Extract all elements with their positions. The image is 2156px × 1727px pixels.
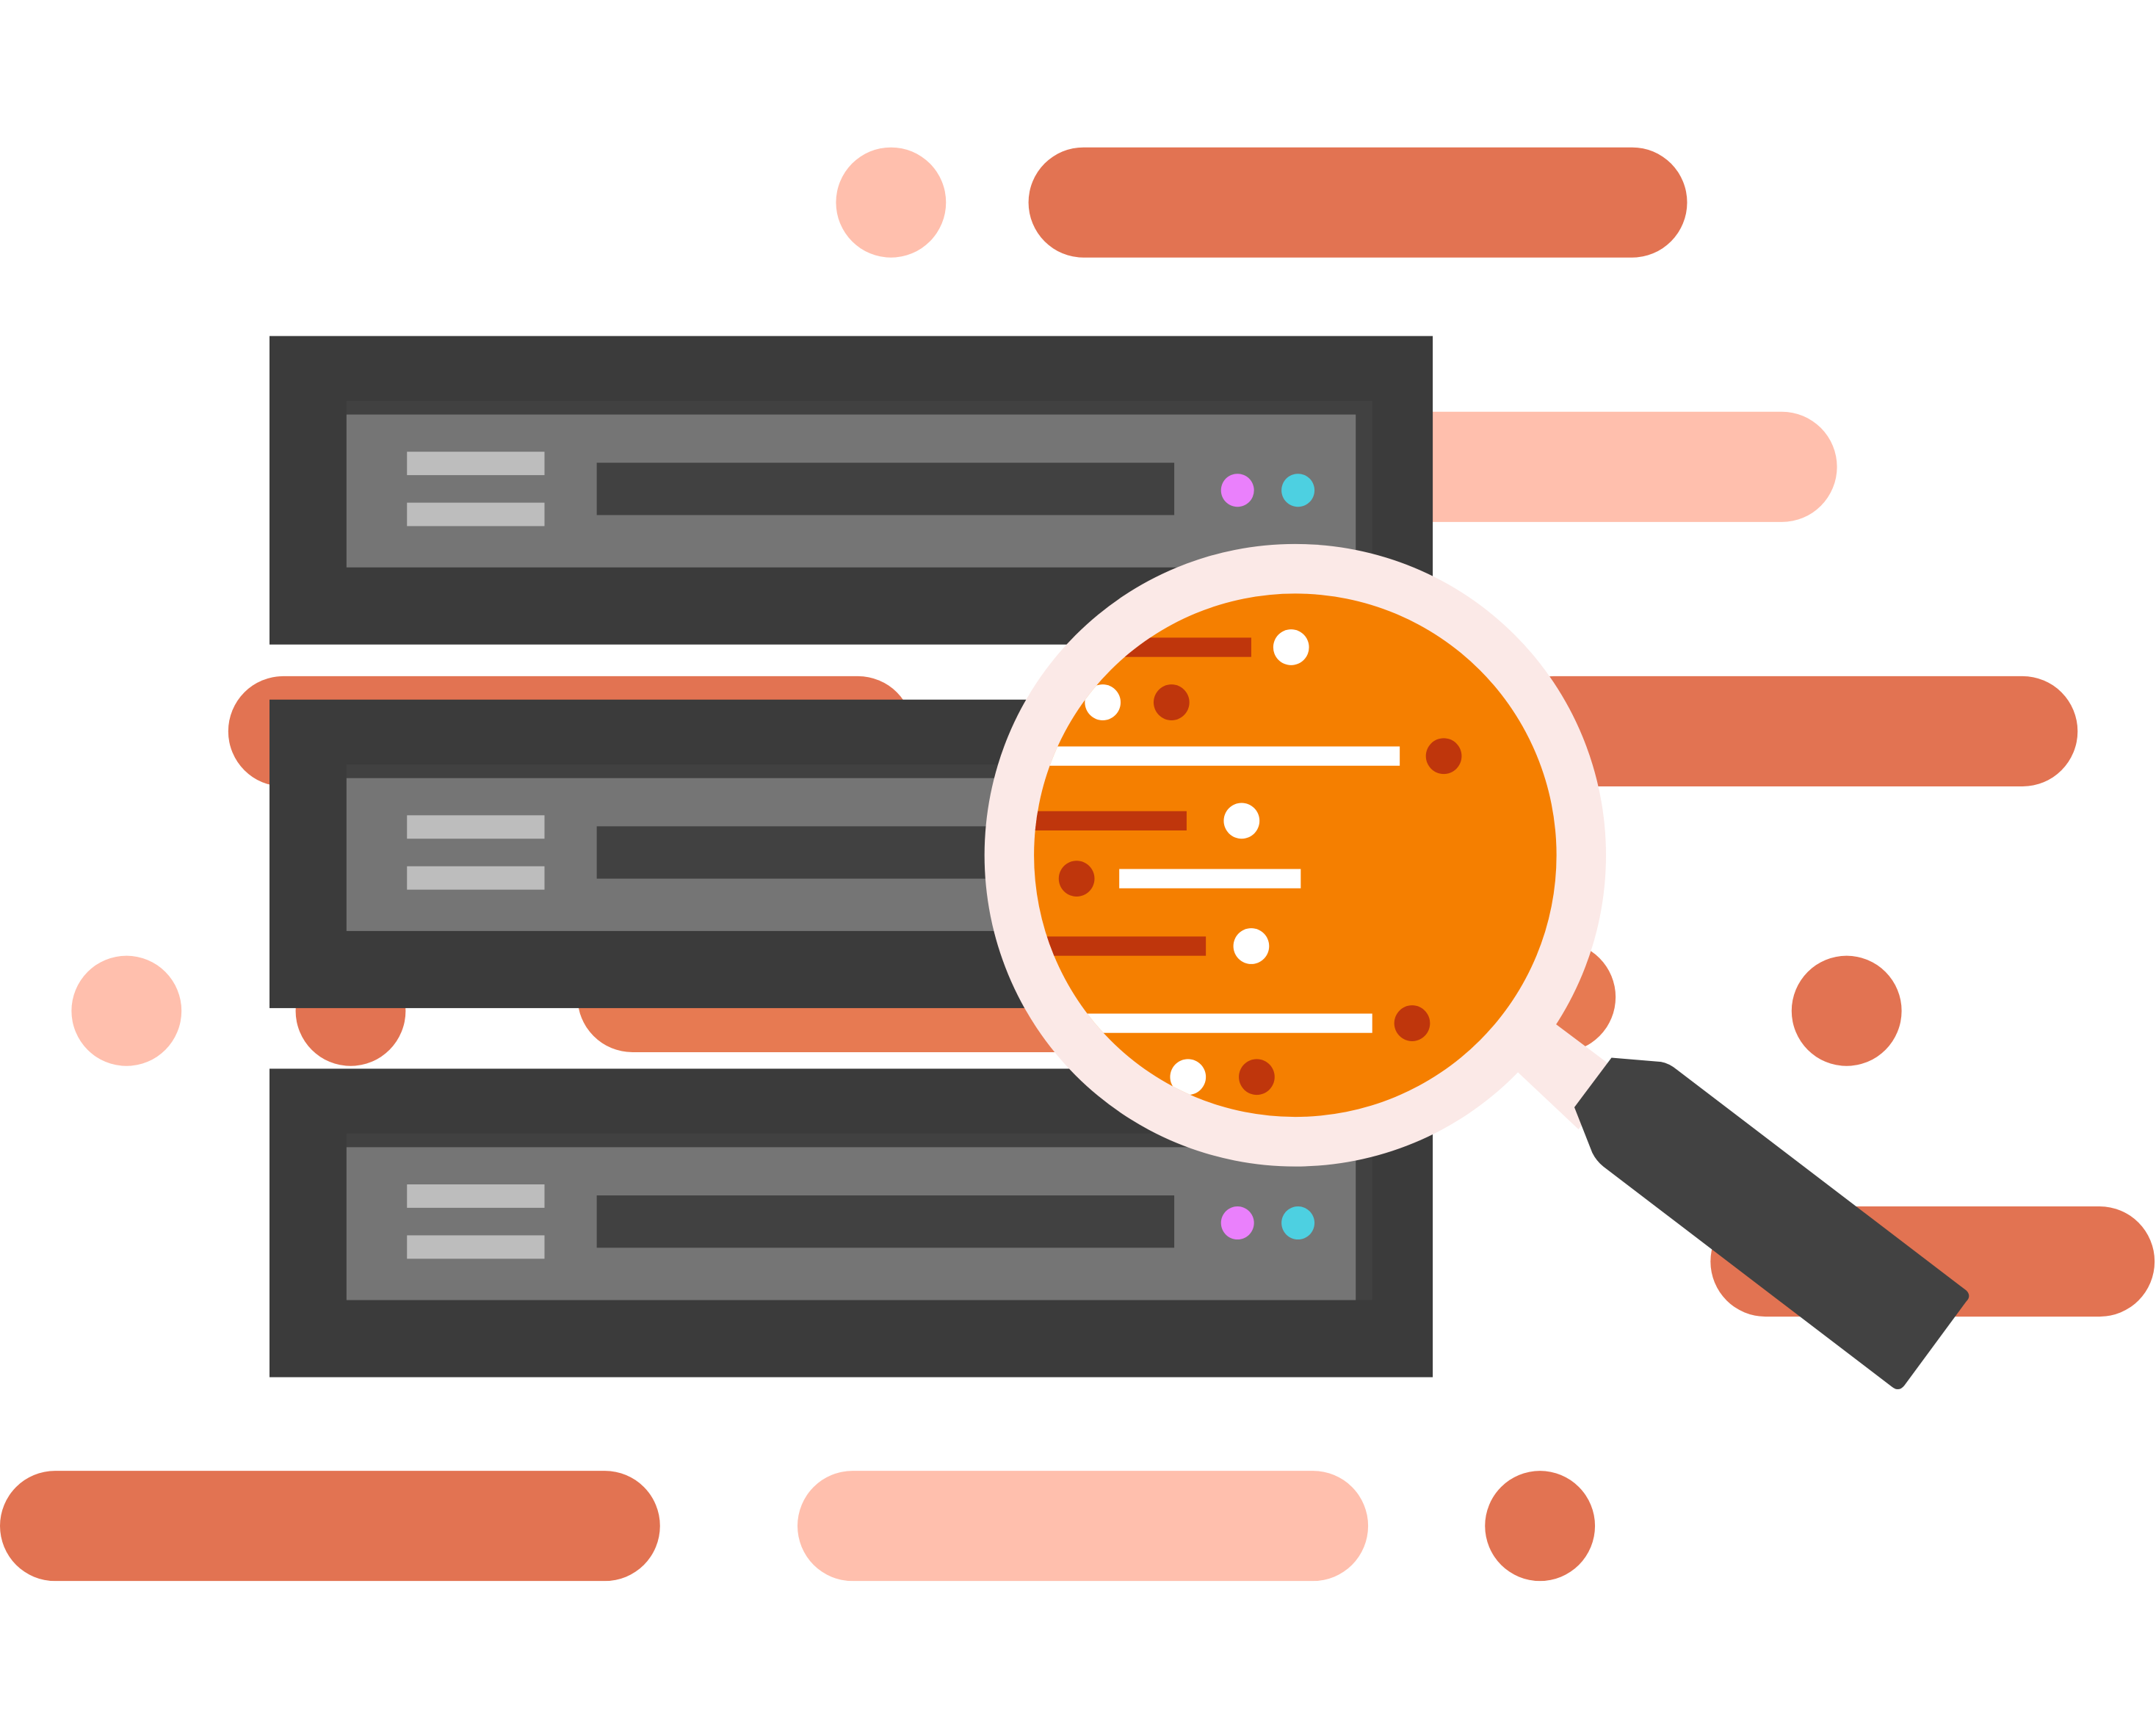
lens-bar [1119,869,1301,888]
lens-dot [1085,684,1121,720]
lens-dot [1153,684,1190,720]
bg-pill [1028,147,1687,258]
server-led-cyan [1281,474,1315,507]
server-drive-slot [596,463,1175,515]
bg-dot [1791,955,1902,1066]
lens-dot [1170,1059,1207,1096]
magnifier-lens [1034,593,1557,1118]
lens-dot [1394,1005,1430,1041]
lens-bar [1034,811,1187,830]
bg-dot [71,955,182,1066]
server-indicator-bar [407,866,545,890]
bg-pill [797,1471,1369,1582]
server-led-cyan [1281,1206,1315,1240]
bg-pill [1498,676,2078,786]
server-drive-slot [596,1195,1175,1248]
server-indicator-bar [407,1184,545,1208]
magnifier-handle [1574,1057,1969,1390]
bg-dot [836,147,947,258]
lens-dot [1223,803,1260,839]
lens-bar [1034,936,1207,956]
server-indicator-bar [407,452,545,476]
bg-dot [1485,1471,1596,1582]
lens-dot [1239,1059,1275,1096]
server-led-pink [1220,1206,1254,1240]
bg-pill [0,1471,660,1582]
lens-dot [1273,629,1309,665]
lens-dot [1425,738,1462,775]
server-indicator-bar [407,815,545,839]
lens-dot [1058,861,1095,897]
server-led-pink [1220,474,1254,507]
magnifying-glass-icon [984,543,1969,1390]
server-indicator-bar [407,502,545,526]
lens-dot [1233,928,1270,964]
server-indicator-bar [407,1235,545,1259]
lens-bar [1034,746,1400,766]
bg-pill [1375,411,1837,522]
